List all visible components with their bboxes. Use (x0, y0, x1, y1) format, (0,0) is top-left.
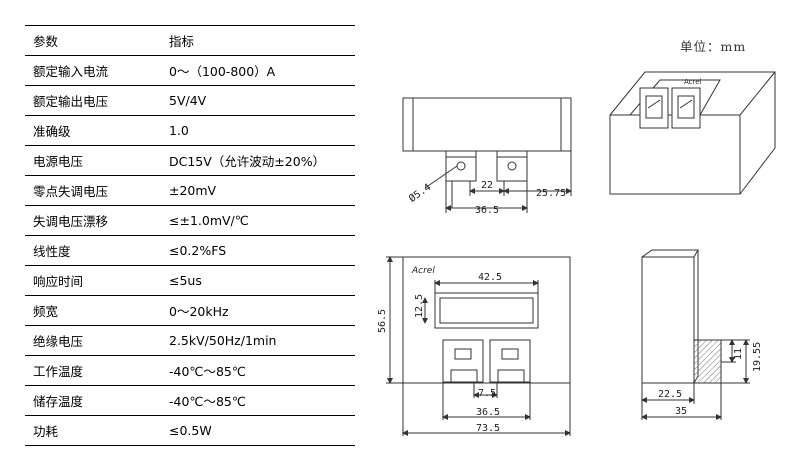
value-cell: 2.5kV/50Hz/1min (161, 325, 355, 356)
table-row: 线性度≤0.2%FS (25, 235, 355, 266)
header-param: 参数 (25, 25, 161, 56)
dim-base-thickness: 11 (733, 348, 744, 360)
param-cell: 响应时间 (25, 265, 161, 296)
param-cell: 电源电压 (25, 145, 161, 176)
top-view (386, 256, 571, 436)
value-cell: DC15V（允许波动±20%） (161, 145, 355, 176)
table-header-row: 参数 指标 (25, 25, 355, 56)
side-view (641, 249, 750, 420)
param-cell: 线性度 (25, 235, 161, 266)
unit-label: 单位：mm (680, 39, 747, 54)
param-cell: 频宽 (25, 295, 161, 326)
isometric-view (609, 71, 776, 195)
top-brand-label: Acrel (411, 266, 435, 276)
dim-pin-gap: 7.5 (478, 388, 496, 399)
dim-body-width: 73.5 (476, 423, 500, 434)
value-cell: ≤0.2%FS (161, 235, 355, 266)
param-cell: 绝缘电压 (25, 325, 161, 356)
dim-side-width: 35 (675, 406, 687, 417)
dim-terminal-span: 36.5 (476, 407, 500, 418)
front-view (402, 97, 572, 213)
value-cell: ≤±1.0mV/℃ (161, 205, 355, 236)
dim-pin-offset: 25.75 (536, 188, 566, 199)
value-cell: 5V/4V (161, 85, 355, 116)
dim-body-height: 56.5 (377, 309, 388, 333)
dim-pin-spacing: 22 (481, 180, 493, 191)
dim-window-height: 12.5 (414, 294, 425, 318)
table-row: 零点失调电压±20mV (25, 175, 355, 206)
param-cell: 失调电压漂移 (25, 205, 161, 236)
param-cell: 功耗 (25, 415, 161, 446)
table-row: 响应时间≤5us (25, 265, 355, 296)
dim-base-height: 19.55 (752, 342, 763, 372)
table-row: 功耗≤0.5W (25, 415, 355, 446)
dim-window-width: 42.5 (478, 272, 502, 283)
param-cell: 工作温度 (25, 355, 161, 386)
dim-pin-span: 36.5 (475, 205, 499, 216)
value-cell: 0～20kHz (161, 295, 355, 326)
dim-side-depth: 22.5 (658, 389, 682, 400)
header-spec: 指标 (161, 25, 355, 56)
iso-brand-label: Acrel (684, 78, 702, 86)
param-cell: 零点失调电压 (25, 175, 161, 206)
value-cell: ≤0.5W (161, 415, 355, 446)
param-cell: 储存温度 (25, 385, 161, 416)
table-row: 失调电压漂移≤±1.0mV/℃ (25, 205, 355, 236)
value-cell: ≤5us (161, 265, 355, 296)
